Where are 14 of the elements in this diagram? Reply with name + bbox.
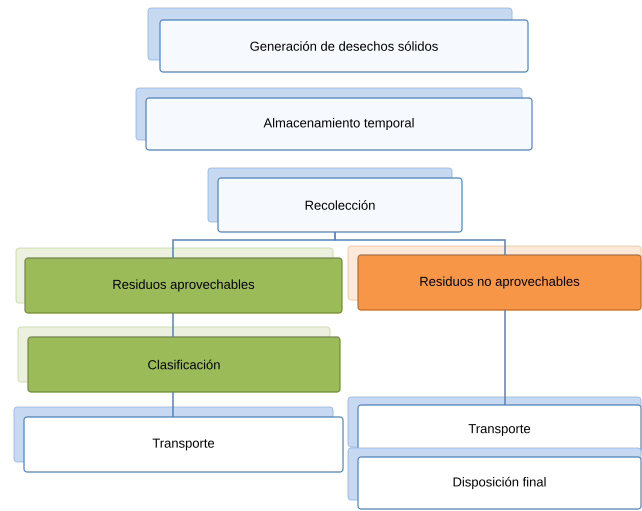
connector-line <box>334 232 506 255</box>
process-box: Residuos aprovechables <box>16 248 343 314</box>
process-box: Clasificación <box>18 326 341 393</box>
connector-line <box>172 313 174 337</box>
process-box: Disposición final <box>348 448 642 510</box>
process-box: Generación de desechos sólidos <box>148 8 529 73</box>
node-label: Transporte <box>468 424 530 436</box>
process-box: Almacenamiento temporal <box>136 88 533 151</box>
connector-line <box>172 392 174 417</box>
process-box: Residuos no aprovechables <box>348 246 642 311</box>
process-box: Transporte <box>348 396 642 456</box>
connector-line <box>504 310 506 405</box>
process-box: Transporte <box>14 406 344 473</box>
process-box: Recolección <box>208 168 463 233</box>
